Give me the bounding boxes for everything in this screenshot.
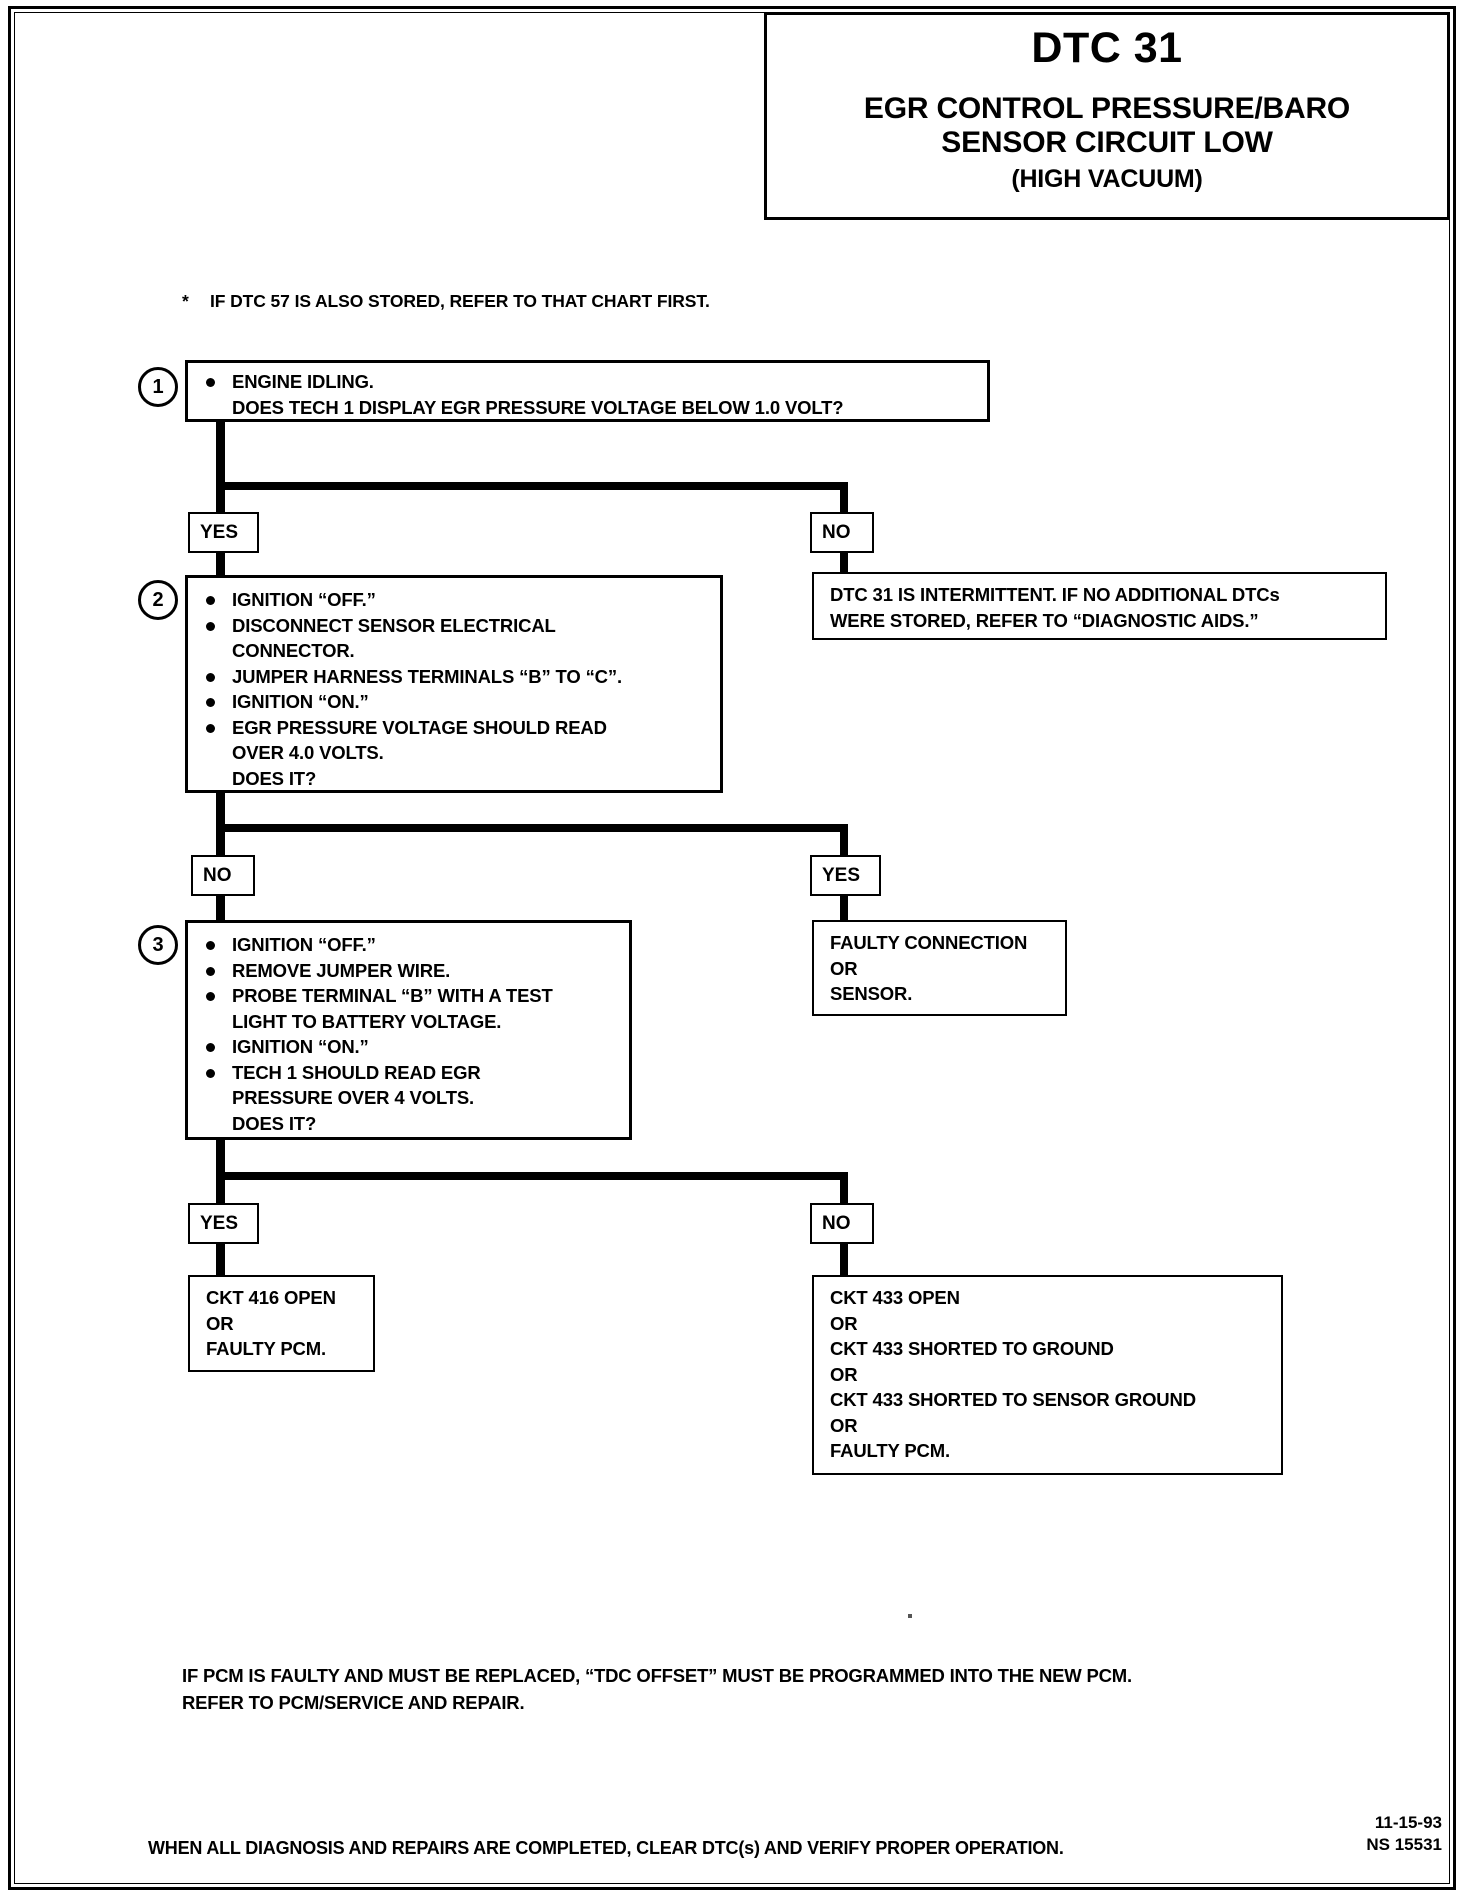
step-1-box: ENGINE IDLING. DOES TECH 1 DISPLAY EGR P… [185,360,990,422]
footer-pcm-note: IF PCM IS FAULTY AND MUST BE REPLACED, “… [182,1665,1132,1713]
step-2-bullet-list: IGNITION “OFF.” DISCONNECT SENSOR ELECTR… [188,578,720,791]
connector-yes2-down [840,896,848,922]
connector-yes1-down [216,553,225,577]
result-ckt416-box: CKT 416 OPEN OR FAULTY PCM. [188,1275,375,1372]
result-ckt433-box: CKT 433 OPEN OR CKT 433 SHORTED TO GROUN… [812,1275,1283,1475]
step-3-box: IGNITION “OFF.” REMOVE JUMPER WIRE. PROB… [185,920,632,1140]
branch-no-3: NO [810,1203,874,1244]
header-title-box: DTC 31 EGR CONTROL PRESSURE/BARO SENSOR … [764,12,1450,220]
dtc-number: DTC 31 [1031,24,1183,72]
connector-step3-horizontal [216,1172,848,1180]
note-asterisk: * [182,291,189,311]
connector-step2-yes-down [840,824,848,856]
step-2-bullet-0: IGNITION “OFF.” [188,587,720,613]
step-marker-2-label: 2 [152,589,164,611]
stamp-doc-id: NS 15531 [1366,1835,1442,1854]
branch-yes-2: YES [810,855,881,896]
branch-no-1: NO [810,512,874,553]
footer-final-line: WHEN ALL DIAGNOSIS AND REPAIRS ARE COMPL… [148,1838,1064,1858]
branch-yes-1: YES [188,512,259,553]
chart-subtitle: (HIGH VACUUM) [1011,165,1203,194]
result-ckt416-text: CKT 416 OPEN OR FAULTY PCM. [206,1287,336,1359]
step-3-bullet-1: REMOVE JUMPER WIRE. [188,958,629,984]
connector-step2-horizontal [216,824,848,832]
result-faulty-connection-text: FAULTY CONNECTION OR SENSOR. [830,932,1028,1004]
connector-step1-down [216,422,225,490]
step-marker-3-label: 3 [152,934,164,956]
step-3-bullet-list: IGNITION “OFF.” REMOVE JUMPER WIRE. PROB… [188,923,629,1136]
result-intermittent-box: DTC 31 IS INTERMITTENT. IF NO ADDITIONAL… [812,572,1387,640]
connector-step1-no-down [840,482,848,515]
step-3-bullet-3: IGNITION “ON.” [188,1034,629,1060]
step-3-bullet-0: IGNITION “OFF.” [188,932,629,958]
step-marker-1: 1 [138,367,178,407]
chart-title-line2: SENSOR CIRCUIT LOW [941,125,1273,159]
stamp-date: 11-15-93 [1374,1813,1442,1832]
step-2-bullet-1: DISCONNECT SENSOR ELECTRICAL CONNECTOR. [188,613,720,664]
result-intermittent-text: DTC 31 IS INTERMITTENT. IF NO ADDITIONAL… [830,584,1280,631]
connector-yes3-down [216,1244,225,1276]
step-1-bullet-list: ENGINE IDLING. DOES TECH 1 DISPLAY EGR P… [188,363,987,420]
chart-note: * IF DTC 57 IS ALSO STORED, REFER TO THAT… [182,291,710,312]
connector-step3-no-down [840,1172,848,1204]
step-2-bullet-2: JUMPER HARNESS TERMINALS “B” TO “C”. [188,664,720,690]
page-outer-border [8,6,1456,1890]
result-ckt433-text: CKT 433 OPEN OR CKT 433 SHORTED TO GROUN… [830,1287,1196,1461]
step-marker-2: 2 [138,580,178,620]
document-stamp: 11-15-93 NS 15531 [1366,1812,1442,1856]
result-faulty-connection-box: FAULTY CONNECTION OR SENSOR. [812,920,1067,1016]
page-inner-border [14,12,1450,1884]
step-3-bullet-4: TECH 1 SHOULD READ EGR PRESSURE OVER 4 V… [188,1060,629,1137]
connector-no1-down [840,553,848,577]
step-marker-3: 3 [138,925,178,965]
step-1-bullet-0: ENGINE IDLING. DOES TECH 1 DISPLAY EGR P… [188,369,987,420]
branch-no-2: NO [191,855,255,896]
connector-step1-yes-down [216,482,225,515]
note-text: IF DTC 57 IS ALSO STORED, REFER TO THAT … [210,291,710,311]
page-speck [908,1614,912,1618]
step-3-bullet-2: PROBE TERMINAL “B” WITH A TEST LIGHT TO … [188,983,629,1034]
step-2-bullet-4: EGR PRESSURE VOLTAGE SHOULD READ OVER 4.… [188,715,720,792]
chart-title-line1: EGR CONTROL PRESSURE/BARO [863,92,1351,125]
connector-no2-down [216,896,225,922]
chart-title: EGR CONTROL PRESSURE/BARO SENSOR CIRCUIT… [767,92,1447,159]
step-2-bullet-3: IGNITION “ON.” [188,689,720,715]
branch-yes-3: YES [188,1203,259,1244]
connector-step1-horizontal [216,482,848,490]
step-2-box: IGNITION “OFF.” DISCONNECT SENSOR ELECTR… [185,575,723,793]
connector-no3-down [840,1244,848,1276]
